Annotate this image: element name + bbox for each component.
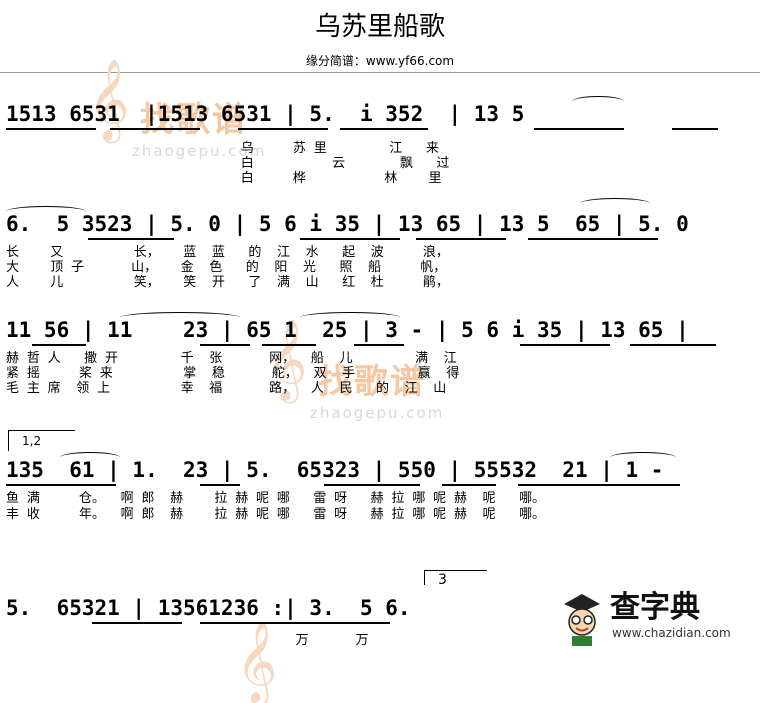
lyrics-line-5-verse-1: 万 万 bbox=[6, 633, 369, 648]
treble-clef-watermark-icon: 𝄞 bbox=[88, 58, 130, 140]
underline bbox=[200, 484, 240, 486]
lyrics-line-4-verse-1: 鱼 满 仓。 啊 郎 赫 拉 赫 呢 哪 雷 呀 赫 拉 哪 呢 赫 呢 哪。 bbox=[6, 491, 546, 506]
slur bbox=[580, 198, 650, 209]
lyrics-line-2-verse-3: 人 儿 笑， 笑 开 了 满 山 红 杜 鹃， bbox=[6, 275, 449, 290]
underline bbox=[32, 344, 86, 346]
underline bbox=[110, 128, 200, 130]
lyrics-line-2-verse-1: 长 又 长， 蓝 蓝 的 江 水 起 波 浪， bbox=[6, 245, 449, 260]
slur bbox=[60, 452, 120, 463]
underline bbox=[262, 344, 316, 346]
triplet-bracket bbox=[424, 570, 487, 585]
score-line-3: 11 56 | 11 23 | 65 1 25 | 3 - | 5 6 i 35… bbox=[0, 312, 760, 358]
notes-line-4: 135 61 | 1. 23 | 5. 65323 | 550 | 55532 … bbox=[6, 458, 664, 482]
underline bbox=[6, 484, 116, 486]
volta-label: 1,2 bbox=[22, 434, 42, 448]
score-line-5: 5. 65321 | 13561236 :| 3. 5 6. bbox=[0, 596, 760, 636]
lyrics-line-2-verse-2: 大 顶 子 山， 金 色 的 阳 光 照 船 帆， bbox=[6, 260, 447, 275]
underline bbox=[672, 128, 718, 130]
lyrics-line-3-verse-3: 毛 主 席 领 上 幸 福 路， 人 民 的 江 山 bbox=[6, 381, 447, 396]
volta-bracket bbox=[8, 430, 75, 451]
underline bbox=[200, 344, 250, 346]
chazidian-logo: 查字典 www.chazidian.com bbox=[560, 582, 756, 660]
underline bbox=[324, 484, 420, 486]
underline bbox=[6, 128, 96, 130]
lyrics-line-1-verse-3: 白 桦 林 里 bbox=[6, 171, 442, 186]
watermark-site-url-2: zhaogepu.com bbox=[310, 404, 445, 422]
underline bbox=[300, 238, 400, 240]
lyrics-line-1-verse-2: 白 云 飘 过 bbox=[6, 156, 450, 171]
slur bbox=[300, 312, 400, 323]
slur bbox=[572, 96, 624, 107]
triplet-label: 3 bbox=[438, 572, 447, 588]
underline bbox=[520, 344, 610, 346]
score-line-2: 6. 5 3523 | 5. 0 | 5 6 i 35 | 13 65 | 13… bbox=[0, 198, 760, 252]
treble-clef-watermark-icon-2: 𝄞 bbox=[266, 318, 308, 400]
logo-text: 查字典 bbox=[610, 590, 700, 625]
lyrics-line-3-verse-2: 紧 摇 桨 来 掌 稳 舵， 双 手 赢 得 bbox=[6, 366, 460, 381]
score-line-1: 1513 6531 |1513 6531 | 5. i 352 | 13 5 bbox=[0, 96, 760, 142]
score-line-4: 135 61 | 1. 23 | 5. 65323 | 550 | 55532 … bbox=[0, 452, 760, 498]
lyrics-line-1-verse-1: 乌 苏 里 江 来 bbox=[6, 141, 439, 156]
lyrics-line-3-verse-1: 赫 哲 人 撒 开 千 张 网， 船 儿 满 江 bbox=[6, 351, 457, 366]
slur bbox=[6, 206, 86, 217]
underline bbox=[630, 344, 716, 346]
notes-line-5: 5. 65321 | 13561236 :| 3. 5 6. bbox=[6, 596, 411, 620]
watermark-site-url: zhaogepu.com bbox=[132, 142, 267, 160]
underline bbox=[528, 238, 658, 240]
header-divider bbox=[0, 72, 760, 73]
underline bbox=[340, 128, 428, 130]
underline bbox=[200, 622, 390, 624]
lyrics-line-4-verse-2: 丰 收 年。 啊 郎 赫 拉 赫 呢 哪 雷 呀 赫 拉 哪 呢 赫 呢 哪。 bbox=[6, 507, 546, 522]
watermark-site-name-2: 找歌谱 bbox=[318, 362, 426, 402]
source-subtitle: 缘分简谱：www.yf66.com bbox=[305, 54, 455, 68]
underline bbox=[534, 128, 624, 130]
underline bbox=[354, 344, 404, 346]
underline bbox=[442, 484, 496, 486]
scholar-mascot-icon bbox=[564, 594, 600, 646]
underline bbox=[416, 238, 506, 240]
underline bbox=[92, 622, 182, 624]
logo-url: www.chazidian.com bbox=[612, 626, 731, 640]
notes-line-1: 1513 6531 |1513 6531 | 5. i 352 | 13 5 bbox=[6, 102, 525, 126]
slur bbox=[120, 312, 240, 323]
underline bbox=[88, 238, 174, 240]
underline bbox=[238, 128, 328, 130]
underline bbox=[518, 484, 680, 486]
slur bbox=[610, 452, 676, 463]
notes-line-2: 6. 5 3523 | 5. 0 | 5 6 i 35 | 13 65 | 13… bbox=[6, 212, 689, 236]
watermark-site-name: 找歌谱 bbox=[140, 100, 248, 140]
notes-line-3: 11 56 | 11 23 | 65 1 25 | 3 - | 5 6 i 35… bbox=[6, 318, 689, 342]
song-title: 乌苏里船歌 bbox=[314, 12, 445, 42]
